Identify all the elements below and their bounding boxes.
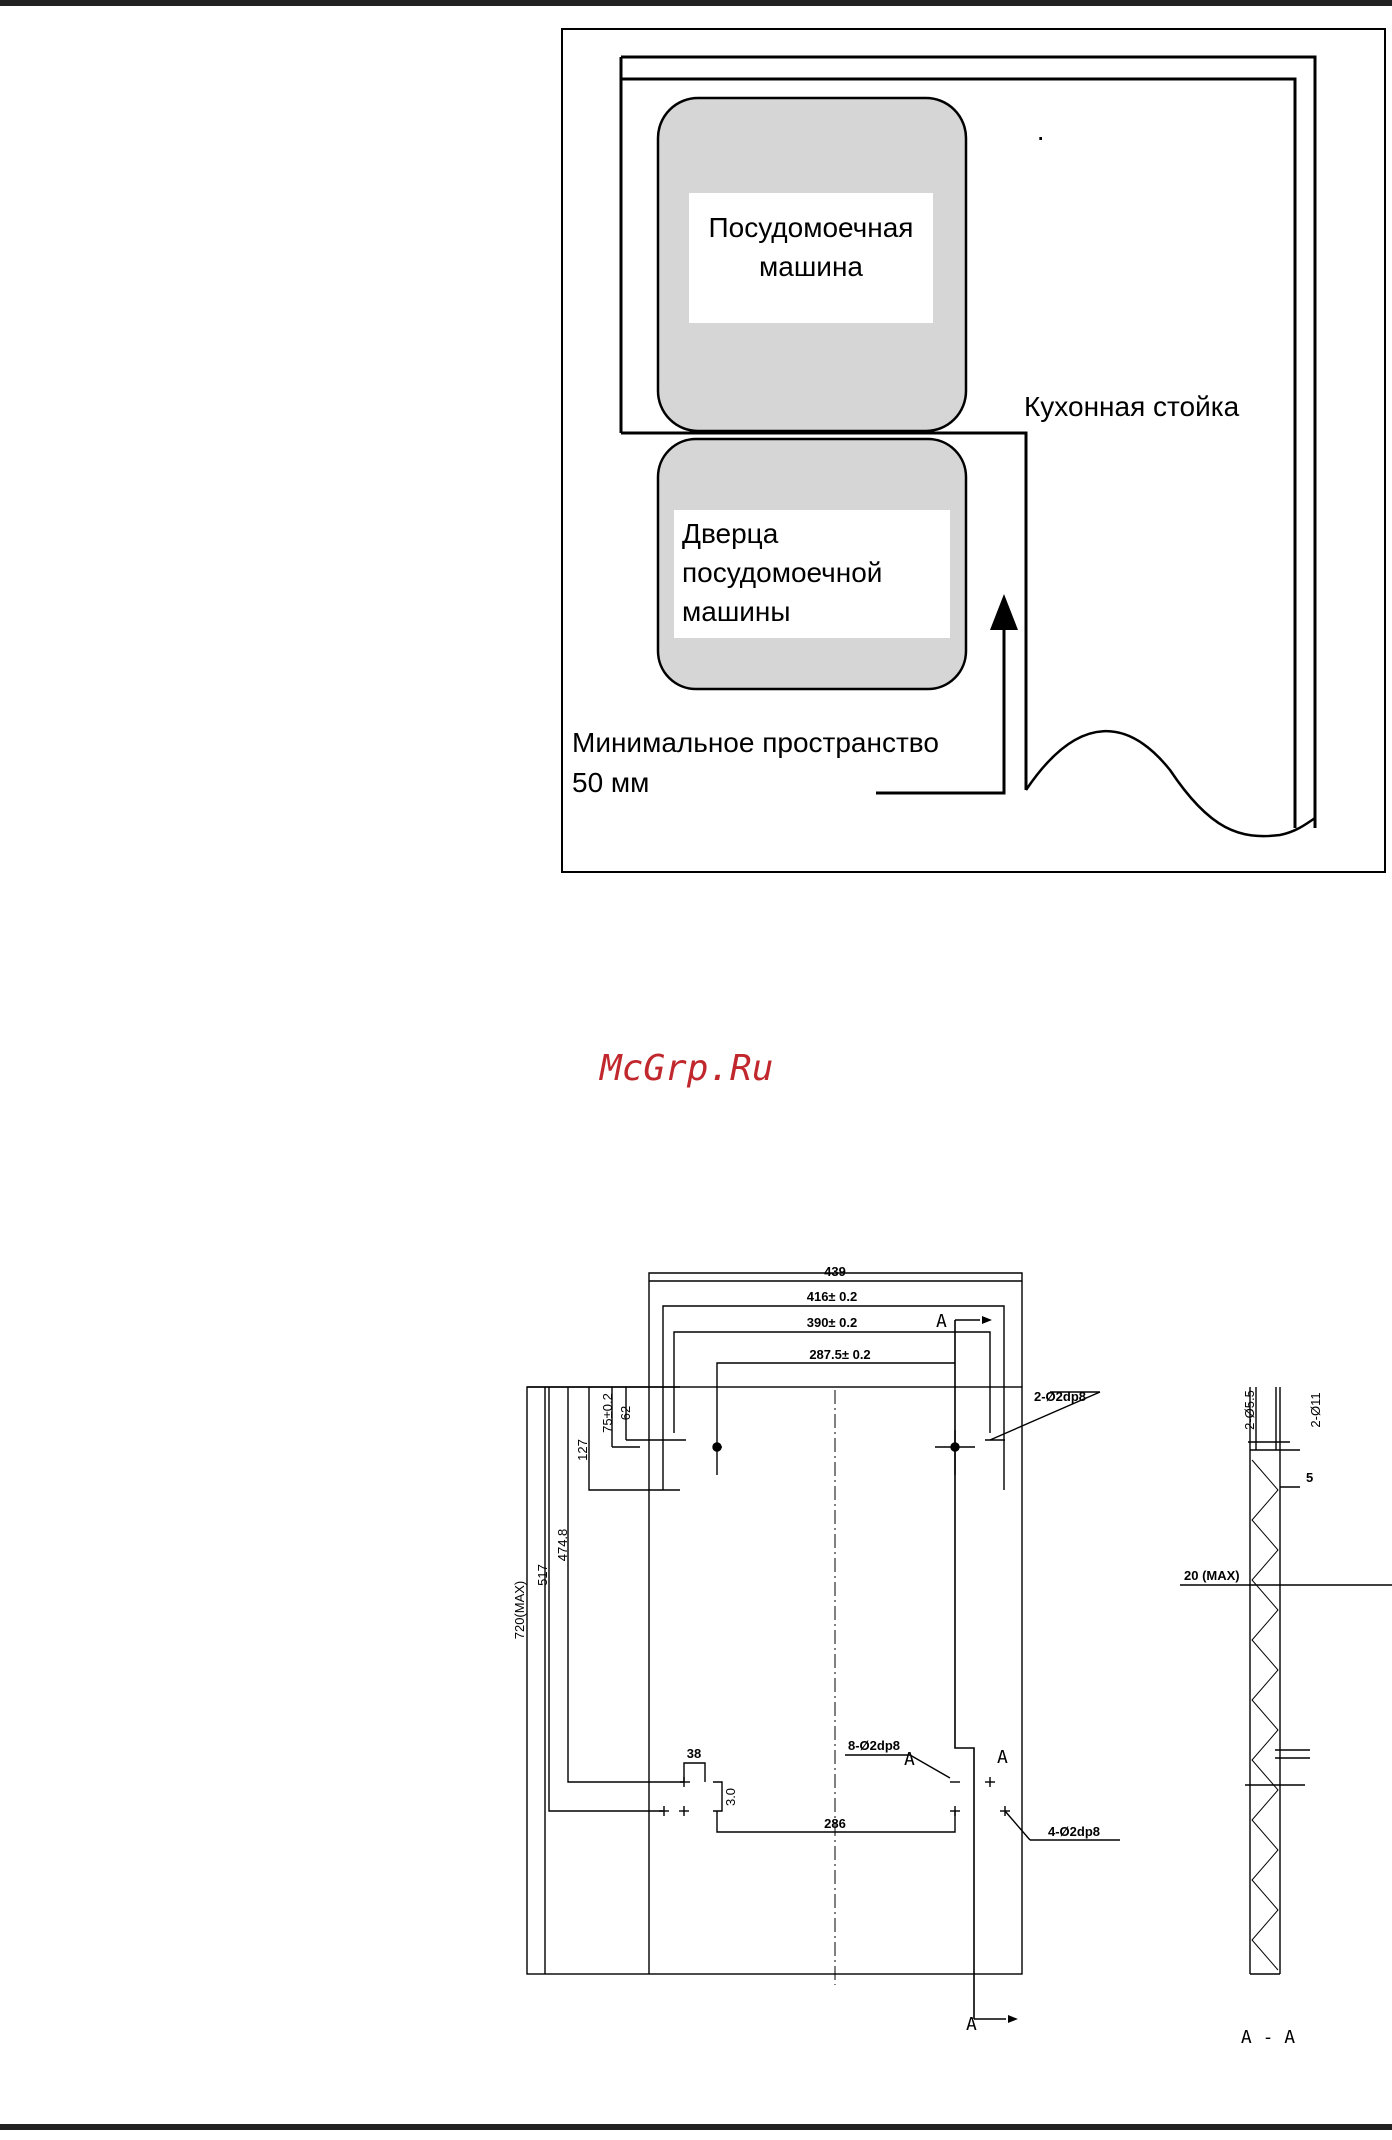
counter-break-curve xyxy=(1026,731,1315,836)
clearance-label-line1: Минимальное пространство xyxy=(572,727,939,758)
section-title: A - A xyxy=(1241,2027,1295,2048)
dishwasher-label-line1: Посудомоечная xyxy=(709,212,914,243)
dim-517-line xyxy=(549,1387,663,1811)
dim-287-label: 287.5± 0.2 xyxy=(809,1347,870,1362)
dishwasher-label-line2: машина xyxy=(759,251,863,282)
section-arrow-top-head xyxy=(982,1316,992,1324)
holes-top-label: 2-Ø2dp8 xyxy=(1034,1389,1086,1404)
counter-label: Кухонная стойка xyxy=(1024,391,1240,422)
dim-287-line xyxy=(717,1363,955,1440)
dim-38-bracket xyxy=(684,1763,705,1782)
dim-30-label: 3.0 xyxy=(723,1788,738,1806)
section-mark-mid-left: A xyxy=(904,1749,915,1770)
holes-mid-label: 8-Ø2dp8 xyxy=(848,1738,900,1753)
dim-439-label: 439 xyxy=(824,1264,846,1279)
dim-30-bracket xyxy=(713,1782,722,1811)
door-label-line3: машины xyxy=(682,596,791,627)
dim-474-label: 474.8 xyxy=(555,1529,570,1562)
section-cut-line xyxy=(955,1320,974,2019)
side-5-label: 5 xyxy=(1306,1470,1313,1485)
door-label-line1: Дверца xyxy=(682,518,779,549)
bottom-rule xyxy=(0,2124,1392,2130)
dim-390-label: 390± 0.2 xyxy=(807,1315,858,1330)
dim-517-label: 517 xyxy=(535,1564,550,1586)
leader-mid-holes xyxy=(910,1755,950,1778)
section-arrow-bottom-head xyxy=(1008,2015,1018,2023)
side-hatching xyxy=(1252,1460,1278,1970)
leader-bottom-holes xyxy=(1005,1811,1030,1840)
watermark: McGrp.Ru xyxy=(598,1048,773,1089)
door-label-line2: посудомоечной xyxy=(682,557,882,588)
drawing-arrowheads xyxy=(982,1316,1018,2023)
clearance-label-line2: 50 мм xyxy=(572,767,649,798)
template-outline xyxy=(649,1273,1022,1974)
mounting-drawing xyxy=(527,1273,1392,2019)
side-d55-label: 2-Ø5.5 xyxy=(1242,1390,1257,1430)
dim-286-label: 286 xyxy=(824,1816,846,1831)
side-d11-label: 2-Ø11 xyxy=(1308,1392,1323,1427)
dim-416-label: 416± 0.2 xyxy=(807,1289,858,1304)
holes-bottom-label: 4-Ø2dp8 xyxy=(1048,1824,1100,1839)
panel-outline xyxy=(527,1387,1022,1974)
section-mark-mid-right: A xyxy=(997,1747,1008,1768)
side-20-label: 20 (MAX) xyxy=(1184,1568,1240,1583)
marker-dot: · xyxy=(1036,121,1045,152)
section-mark-top: A xyxy=(936,1311,947,1332)
dim-62-label: 62 xyxy=(618,1406,633,1420)
dim-127-label: 127 xyxy=(575,1439,590,1461)
dim-720-label: 720(MAX) xyxy=(512,1581,527,1640)
section-mark-bottom: A xyxy=(966,2014,977,2035)
dim-75-label: 75±0.2 xyxy=(600,1393,615,1433)
dim-416-line xyxy=(663,1306,1004,1490)
top-rule xyxy=(0,0,1392,6)
installation-figure: Посудомоечная машина Дверца посудомоечно… xyxy=(562,29,1385,872)
clearance-arrow-head xyxy=(990,594,1018,630)
dim-38-label: 38 xyxy=(687,1746,701,1761)
